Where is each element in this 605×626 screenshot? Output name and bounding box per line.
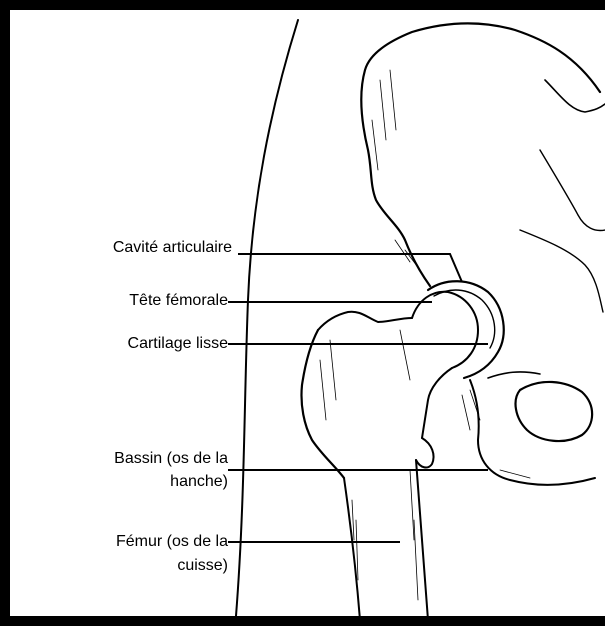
femur-neck-bottom — [422, 368, 452, 438]
pelvis-hatching — [372, 70, 530, 478]
label-femur-line2: cuisse) — [20, 556, 228, 576]
lesser-trochanter — [416, 438, 434, 467]
leader-cavite — [238, 254, 462, 282]
label-cartilage-lisse: Cartilage lisse — [20, 334, 228, 354]
body-outline — [236, 20, 298, 616]
label-femur-line1: Fémur (os de la — [20, 532, 228, 552]
pelvis-outline — [361, 23, 600, 286]
femur-neck-top — [318, 312, 412, 330]
label-bassin-line2: hanche) — [20, 472, 228, 492]
pelvis-lower-edge — [488, 372, 540, 378]
label-tete-femorale: Tête fémorale — [20, 291, 228, 311]
obturator-foramen — [516, 382, 593, 441]
femoral-head — [412, 292, 478, 368]
label-cavite-articulaire: Cavité articulaire — [20, 238, 232, 258]
cartilage-line — [434, 290, 495, 348]
greater-trochanter — [301, 330, 344, 478]
acetabulum — [428, 281, 504, 378]
pelvis-ridge-2 — [520, 230, 603, 312]
femur-hatching — [320, 330, 418, 600]
pelvis-lower — [470, 380, 595, 485]
label-bassin-line1: Bassin (os de la — [20, 449, 228, 469]
femur-shaft-left — [344, 478, 360, 620]
pelvis-ridge — [540, 150, 605, 230]
